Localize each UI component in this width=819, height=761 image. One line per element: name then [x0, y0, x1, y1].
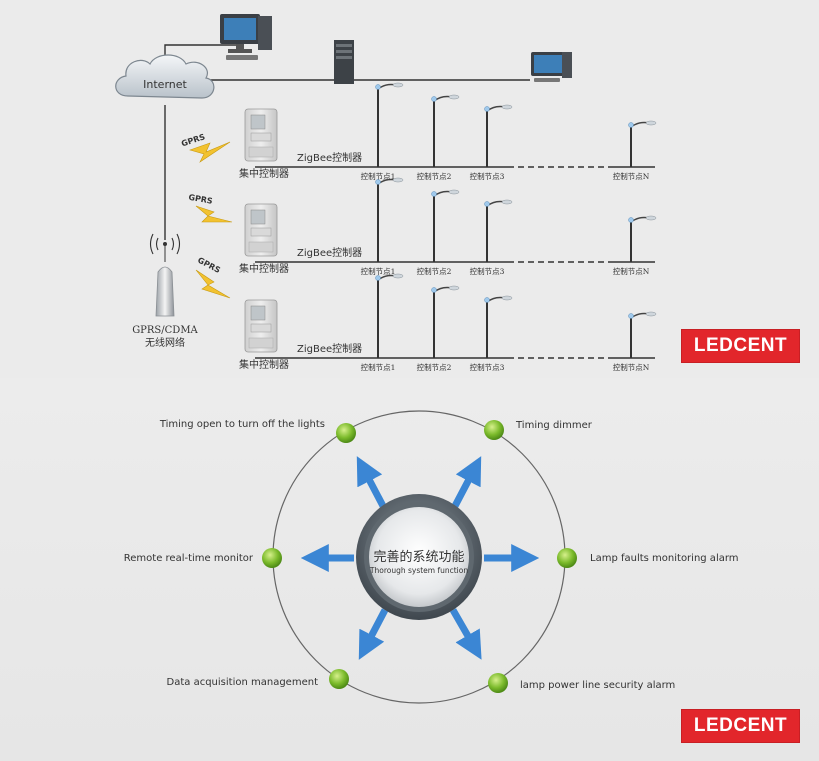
node-dot-lamp-faults	[557, 548, 577, 568]
tower-label-line2: 无线网络	[145, 336, 185, 349]
control-node-label: 控制节点2	[417, 266, 452, 276]
node-dot-timing-open	[336, 423, 356, 443]
label-lamp-faults: Lamp faults monitoring alarm	[590, 553, 739, 564]
street-light-pole-icon	[484, 199, 513, 262]
control-node-label: 控制节点3	[470, 362, 505, 372]
node-dot-remote-monitor	[262, 548, 282, 568]
label-timing-open: Timing open to turn off the lights	[159, 419, 325, 430]
gprs-signal-icon	[189, 141, 231, 163]
arrow-up-left	[356, 456, 387, 508]
network-diagram-panel: Internet	[0, 0, 819, 378]
concentrator-label: 集中控制器	[239, 262, 289, 275]
concentrator-meter-icon	[244, 299, 278, 353]
function-diagram: 完善的系统功能 Thorough system function Timing …	[124, 410, 739, 704]
concentrator-label: 集中控制器	[239, 358, 289, 371]
node-dot-data-acquisition	[329, 669, 349, 689]
ledcent-logo-top: LEDCENT	[681, 329, 800, 363]
arrow-down-left	[358, 608, 389, 660]
street-light-pole-icon	[375, 273, 404, 358]
concentrator-meter-icon	[244, 108, 278, 162]
street-light-pole-icon	[375, 82, 404, 167]
center-subtitle: Thorough system function	[369, 566, 468, 575]
function-diagram-panel: 完善的系统功能 Thorough system function Timing …	[0, 378, 819, 761]
server-icon	[334, 40, 354, 84]
label-lamp-power: lamp power line security alarm	[520, 680, 675, 691]
label-data-acquisition: Data acquisition management	[167, 677, 319, 688]
control-node-label: 控制节点2	[417, 362, 452, 372]
tower-label-line1: GPRS/CDMA	[132, 325, 198, 336]
zigbee-label: ZigBee控制器	[297, 246, 362, 259]
concentrator-meter-icon	[244, 203, 278, 257]
arrows	[300, 456, 540, 660]
street-light-pole-icon	[628, 120, 657, 167]
control-node-label: 控制节点N	[613, 171, 650, 181]
control-node-label: 控制节点1	[361, 266, 396, 276]
center-title: 完善的系统功能	[373, 549, 464, 565]
gprs-label-3: GPRS	[196, 256, 222, 275]
wireless-tower-icon	[149, 233, 181, 317]
label-remote-monitor: Remote real-time monitor	[124, 553, 254, 564]
street-light-pole-icon	[628, 215, 657, 262]
arrow-up-right	[451, 456, 482, 508]
label-timing-dimmer: Timing dimmer	[515, 420, 593, 431]
arrow-down-right	[449, 608, 482, 660]
zigbee-label: ZigBee控制器	[297, 151, 362, 164]
zigbee-label: ZigBee控制器	[297, 342, 362, 355]
desktop-computer-icon	[220, 14, 272, 60]
ledcent-logo-bottom: LEDCENT	[681, 709, 800, 743]
street-light-pole-icon	[484, 104, 513, 167]
node-dot-timing-dimmer	[484, 420, 504, 440]
street-light-pole-icon	[431, 94, 460, 167]
control-node-label: 控制节点3	[470, 266, 505, 276]
street-light-pole-icon	[484, 295, 513, 358]
internet-label: Internet	[143, 78, 187, 91]
control-node-label: 控制节点1	[361, 171, 396, 181]
gprs-signal-icon	[195, 269, 231, 299]
gprs-signal-icon	[195, 205, 233, 223]
control-node-label: 控制节点1	[361, 362, 396, 372]
gprs-label-2: GPRS	[188, 193, 214, 206]
monitor-computer-icon	[531, 52, 572, 82]
concentrator-label: 集中控制器	[239, 167, 289, 180]
node-dot-lamp-power	[488, 673, 508, 693]
network-diagram: Internet	[115, 14, 657, 372]
street-light-pole-icon	[431, 189, 460, 262]
control-node-label: 控制节点N	[613, 266, 650, 276]
center-hub	[356, 494, 482, 620]
street-light-pole-icon	[628, 311, 657, 358]
internet-cloud-icon	[115, 54, 215, 99]
control-node-label: 控制节点2	[417, 171, 452, 181]
street-light-pole-icon	[375, 177, 404, 262]
street-light-pole-icon	[431, 285, 460, 358]
control-node-label: 控制节点N	[613, 362, 650, 372]
control-node-label: 控制节点3	[470, 171, 505, 181]
